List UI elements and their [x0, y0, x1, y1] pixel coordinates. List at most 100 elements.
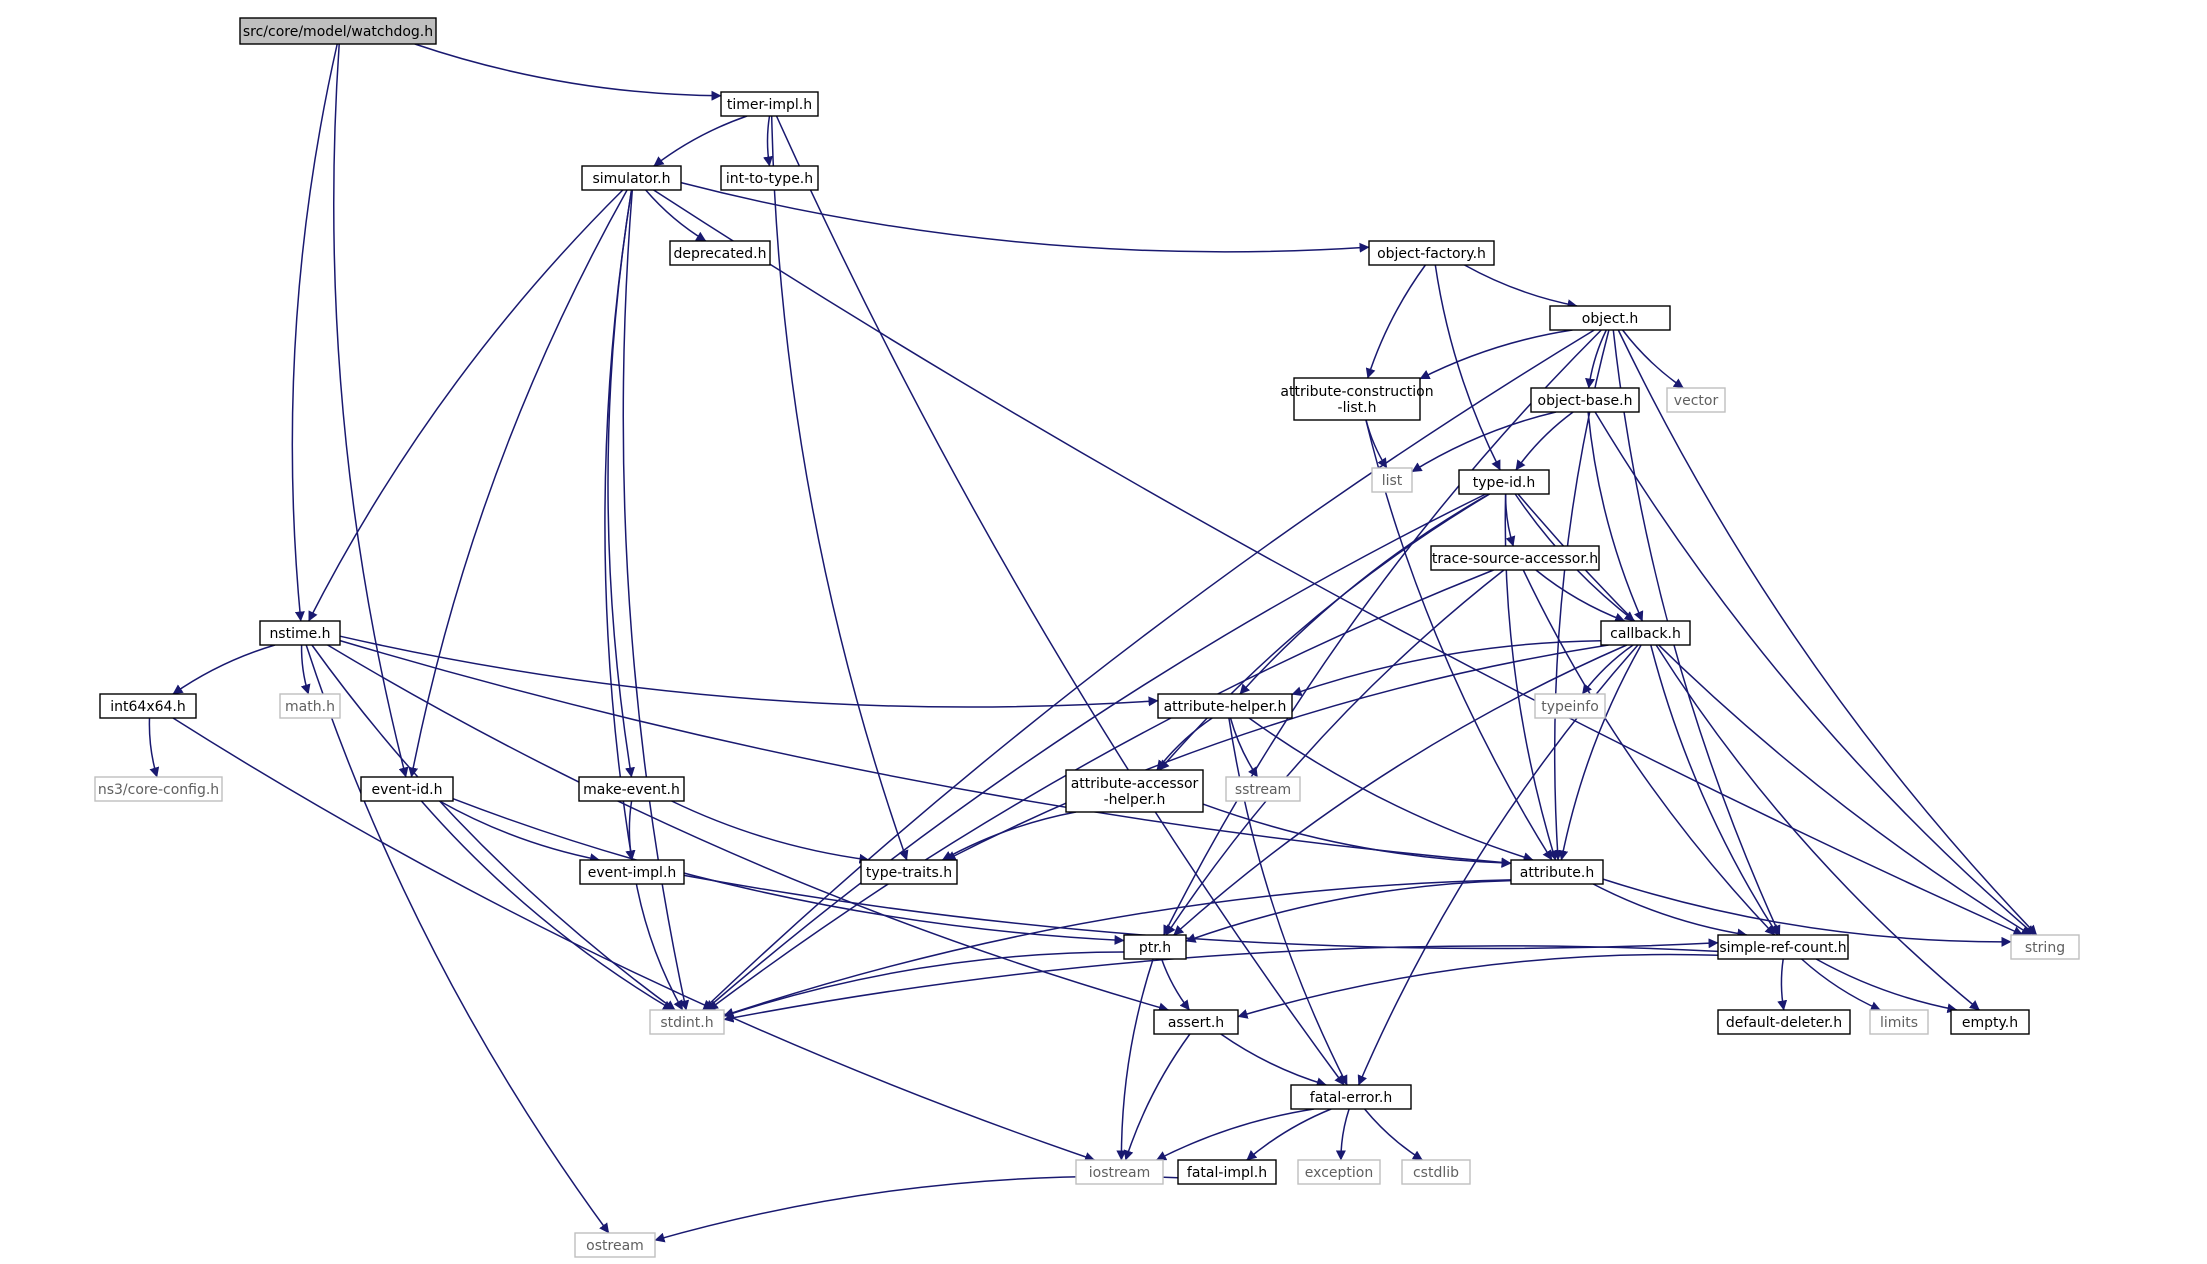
node-event-id[interactable]: event-id.h [360, 776, 454, 802]
node-label-string: string [2025, 940, 2065, 956]
node-box-attribute [1510, 859, 1604, 885]
node-iostream: iostream [1075, 1159, 1164, 1185]
node-empty[interactable]: empty.h [1950, 1009, 2030, 1035]
edge-assert-to-iostream [1123, 1033, 1191, 1161]
node-nstime[interactable]: nstime.h [259, 620, 341, 646]
node-int-to-type[interactable]: int-to-type.h [720, 165, 819, 191]
node-trace-source-accessor[interactable]: trace-source-accessor.h [1430, 545, 1600, 571]
node-box-iostream [1075, 1159, 1164, 1185]
node-event-impl[interactable]: event-impl.h [579, 859, 685, 885]
node-label-trace-source-accessor: trace-source-accessor.h [1432, 551, 1598, 567]
node-ptr[interactable]: ptr.h [1123, 934, 1187, 960]
edge-type-id-to-attribute [1504, 493, 1558, 861]
node-label-attribute: attribute.h [1520, 865, 1594, 881]
edge-attribute-to-string [1602, 878, 2012, 947]
node-label-timer-impl: timer-impl.h [727, 97, 812, 113]
node-label-attribute-construction-list: attribute-construction [1280, 384, 1433, 400]
node-label-limits: limits [1880, 1015, 1918, 1031]
edge-attribute-to-stdint [723, 879, 1512, 1018]
node-attribute-helper[interactable]: attribute-helper.h [1157, 693, 1293, 719]
edge-nstime-to-ostream [305, 644, 610, 1234]
node-ns3-core-config: ns3/core-config.h [94, 776, 223, 802]
node-attribute-construction-list[interactable]: attribute-construction-list.h [1280, 377, 1434, 421]
node-box-assert [1153, 1009, 1239, 1035]
edge-assert-to-fatal-error [1220, 1033, 1327, 1088]
node-box-vector [1666, 387, 1726, 413]
edge-object-to-object-base [1585, 329, 1607, 389]
node-int64x64[interactable]: int64x64.h [99, 693, 197, 719]
node-box-attribute-accessor-helper [1065, 769, 1204, 813]
node-assert[interactable]: assert.h [1153, 1009, 1239, 1035]
node-label-sstream: sstream [1235, 782, 1291, 798]
edge-simple-ref-count-to-limits [1801, 958, 1881, 1011]
node-object-base[interactable]: object-base.h [1530, 387, 1640, 413]
node-callback[interactable]: callback.h [1600, 620, 1691, 646]
edge-nstime-to-attribute [339, 639, 1512, 868]
node-fatal-impl[interactable]: fatal-impl.h [1177, 1159, 1277, 1185]
node-box-watchdog [239, 17, 437, 45]
node-make-event[interactable]: make-event.h [578, 776, 685, 802]
edge-nstime-to-math [300, 644, 311, 695]
edge-attribute-helper-to-attribute-accessor-helper [1156, 717, 1213, 771]
edge-callback-to-attribute-helper [1291, 639, 1602, 697]
node-object[interactable]: object.h [1549, 305, 1671, 331]
edge-event-impl-to-simple-ref-count [683, 874, 1719, 950]
edge-watchdog-to-event-id [332, 43, 409, 778]
node-label-vector: vector [1674, 393, 1719, 409]
edge-type-id-to-stdint [704, 493, 1487, 1011]
node-box-exception [1297, 1159, 1381, 1185]
node-box-make-event [578, 776, 685, 802]
node-box-object-base [1530, 387, 1640, 413]
node-default-deleter[interactable]: default-deleter.h [1717, 1009, 1851, 1035]
node-simple-ref-count[interactable]: simple-ref-count.h [1717, 934, 1849, 960]
node-label-typeinfo: typeinfo [1541, 699, 1599, 715]
node-label-iostream: iostream [1089, 1165, 1151, 1181]
node-simulator[interactable]: simulator.h [581, 165, 682, 191]
edge-object-base-to-type-id [1515, 411, 1574, 471]
node-box-sstream [1225, 776, 1301, 802]
node-label-event-id: event-id.h [371, 782, 442, 798]
node-limits: limits [1869, 1009, 1929, 1035]
node-box-ns3-core-config [94, 776, 223, 802]
node-label-object-factory: object-factory.h [1377, 246, 1486, 262]
edge-trace-source-accessor-to-stdint [707, 569, 1494, 1011]
edge-object-factory-to-type-id [1434, 264, 1501, 471]
edge-type-id-to-trace-source-accessor [1504, 493, 1516, 547]
node-box-type-traits [860, 859, 958, 885]
node-type-traits[interactable]: type-traits.h [860, 859, 958, 885]
node-fatal-error[interactable]: fatal-error.h [1290, 1084, 1412, 1110]
node-type-id[interactable]: type-id.h [1458, 469, 1550, 495]
edge-simulator-to-stdint [622, 189, 690, 1011]
edge-event-id-to-ptr [452, 797, 1125, 946]
node-attribute[interactable]: attribute.h [1510, 859, 1604, 885]
edge-simple-ref-count-to-default-deleter [1777, 958, 1788, 1011]
edge-callback-to-ptr [1173, 644, 1628, 936]
node-box-list [1371, 467, 1413, 493]
node-watchdog[interactable]: src/core/model/watchdog.h [239, 17, 437, 45]
node-cstdlib: cstdlib [1401, 1159, 1471, 1185]
node-label-callback: callback.h [1610, 626, 1681, 642]
node-sstream: sstream [1225, 776, 1301, 802]
node-object-factory[interactable]: object-factory.h [1368, 240, 1495, 266]
node-box-string [2010, 934, 2080, 960]
edge-simple-ref-count-to-empty [1815, 958, 1958, 1014]
edge-int64x64-to-ns3-core-config [148, 717, 160, 778]
node-label-deprecated: deprecated.h [673, 246, 766, 262]
node-label-event-impl: event-impl.h [588, 865, 677, 881]
edge-object-to-attribute-construction-list [1419, 329, 1573, 380]
node-box-event-id [360, 776, 454, 802]
node-label-empty: empty.h [1962, 1015, 2018, 1031]
node-deprecated[interactable]: deprecated.h [669, 240, 771, 266]
node-timer-impl[interactable]: timer-impl.h [720, 91, 819, 117]
node-attribute-accessor-helper[interactable]: attribute-accessor-helper.h [1065, 769, 1204, 813]
node-box-attribute-helper [1157, 693, 1293, 719]
edge-timer-impl-to-type-traits [770, 115, 909, 861]
edge-nstime-to-attribute-helper [339, 635, 1159, 708]
edge-simple-ref-count-to-assert [1237, 953, 1719, 1019]
node-label-attribute-accessor-helper: attribute-accessor [1071, 776, 1199, 792]
edge-simulator-to-object-factory [680, 181, 1370, 253]
node-box-simple-ref-count [1717, 934, 1849, 960]
edge-watchdog-to-timer-impl [414, 43, 722, 101]
edge-object-base-to-list [1411, 411, 1557, 473]
edge-object-base-to-callback [1587, 411, 1644, 622]
